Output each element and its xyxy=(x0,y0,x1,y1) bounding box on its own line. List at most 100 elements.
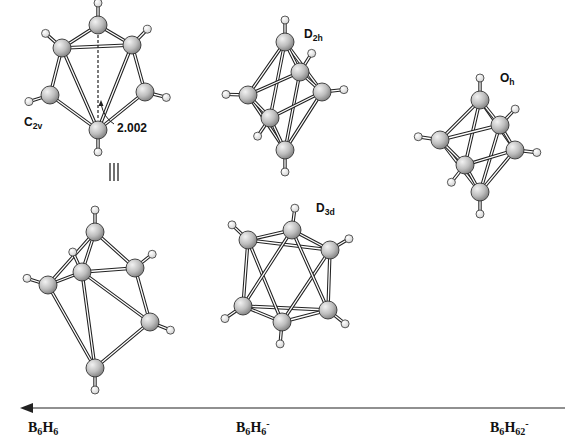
hydrogen-atom xyxy=(476,74,484,82)
boron-atom xyxy=(456,156,474,174)
arrow-head xyxy=(20,403,33,413)
bb-bond xyxy=(440,140,480,192)
bb-bond xyxy=(243,240,248,306)
bb-bond xyxy=(62,45,132,48)
symmetry-label: D3d xyxy=(316,202,335,215)
hydrogen-atom xyxy=(281,168,289,176)
bb-bond xyxy=(98,45,132,130)
bb-bond xyxy=(82,272,95,368)
reduction-arrow xyxy=(30,407,565,408)
bb-bond xyxy=(292,230,328,310)
equivalence-mark xyxy=(113,163,114,181)
hydrogen-atom xyxy=(228,221,236,229)
boron-atom xyxy=(239,231,257,249)
hydrogen-atom xyxy=(23,274,31,282)
boron-atom xyxy=(273,313,291,331)
hydrogen-atom xyxy=(281,16,289,24)
species-formula: B6H6- xyxy=(236,420,270,435)
bb-bond xyxy=(48,232,95,285)
hydrogen-atom xyxy=(94,148,102,156)
bb-bond xyxy=(243,240,248,306)
bb-bond xyxy=(62,48,98,130)
boron-atom xyxy=(506,141,524,159)
boron-atom xyxy=(431,131,449,149)
bb-bond xyxy=(292,230,328,310)
hydrogen-atom xyxy=(91,206,99,214)
hydrogen-atom xyxy=(308,49,316,57)
boron-atom xyxy=(319,301,337,319)
leader-line xyxy=(101,104,114,124)
symmetry-label: D2h xyxy=(304,28,323,41)
boron-atom xyxy=(89,121,107,139)
hydrogen-atom xyxy=(221,315,229,323)
leader-head xyxy=(99,100,104,106)
hydrogen-atom xyxy=(166,326,174,334)
boron-atom xyxy=(41,86,59,104)
hydrogen-atom xyxy=(345,235,353,243)
hydrogen-atom xyxy=(148,250,156,258)
boron-atom xyxy=(39,276,57,294)
bb-bond xyxy=(248,240,330,250)
bb-bond xyxy=(243,306,328,310)
species-formula: B6H6 xyxy=(28,420,58,435)
hydrogen-atom xyxy=(340,86,348,94)
boron-atom xyxy=(313,83,331,101)
bb-bond xyxy=(62,45,132,48)
equivalence-mark xyxy=(109,163,110,181)
distance-label: 2.002 xyxy=(116,122,148,135)
hydrogen-atom xyxy=(69,248,77,256)
hydrogen-atom xyxy=(511,105,519,113)
bb-bond xyxy=(62,48,98,130)
hydrogen-atom xyxy=(25,98,33,106)
hydrogen-atom xyxy=(447,178,455,186)
bb-bond xyxy=(248,95,285,150)
bb-bond xyxy=(98,45,132,130)
hydrogen-atom xyxy=(162,93,170,101)
hydrogen-atom xyxy=(222,90,230,98)
equivalence-mark xyxy=(117,163,118,181)
boron-atom xyxy=(73,263,91,281)
hydrogen-atom xyxy=(94,0,102,7)
hydrogen-atom xyxy=(254,132,262,140)
boron-atom xyxy=(471,91,489,109)
hydrogen-atom xyxy=(42,29,50,37)
species-formula: B6H62- xyxy=(490,420,529,435)
symmetry-label: Oh xyxy=(500,72,515,85)
hydrogen-atom xyxy=(414,133,422,141)
boron-atom xyxy=(136,83,154,101)
boron-atom xyxy=(86,223,104,241)
boron-atom xyxy=(89,16,107,34)
boron-atom xyxy=(471,183,489,201)
bb-bond xyxy=(82,272,150,322)
bb-bond xyxy=(48,232,95,285)
hydrogen-atom xyxy=(143,25,151,33)
boron-atom xyxy=(126,259,144,277)
boron-atom xyxy=(86,359,104,377)
hydrogen-atom xyxy=(533,148,541,156)
boron-atom xyxy=(239,86,257,104)
boron-atom xyxy=(491,116,509,134)
boron-atom xyxy=(123,36,141,54)
bb-bond xyxy=(95,322,150,368)
bb-bond xyxy=(440,140,480,192)
hydrogen-atom xyxy=(476,210,484,218)
symmetry-label: C2v xyxy=(24,116,42,129)
boron-atom xyxy=(283,221,301,239)
bb-bond xyxy=(82,272,150,322)
hydrogen-atom xyxy=(276,340,284,348)
bb-bond xyxy=(248,95,285,150)
bb-bond xyxy=(95,322,150,368)
boron-atom xyxy=(291,63,309,81)
boron-atom xyxy=(321,241,339,259)
boron-atom xyxy=(234,297,252,315)
bb-bond xyxy=(243,306,328,310)
long-contact xyxy=(97,35,98,120)
boron-atom xyxy=(261,109,279,127)
boron-atom xyxy=(141,313,159,331)
hydrogen-atom xyxy=(291,204,299,212)
boron-atom xyxy=(53,39,71,57)
hydrogen-atom xyxy=(341,320,349,328)
boron-atom xyxy=(276,141,294,159)
